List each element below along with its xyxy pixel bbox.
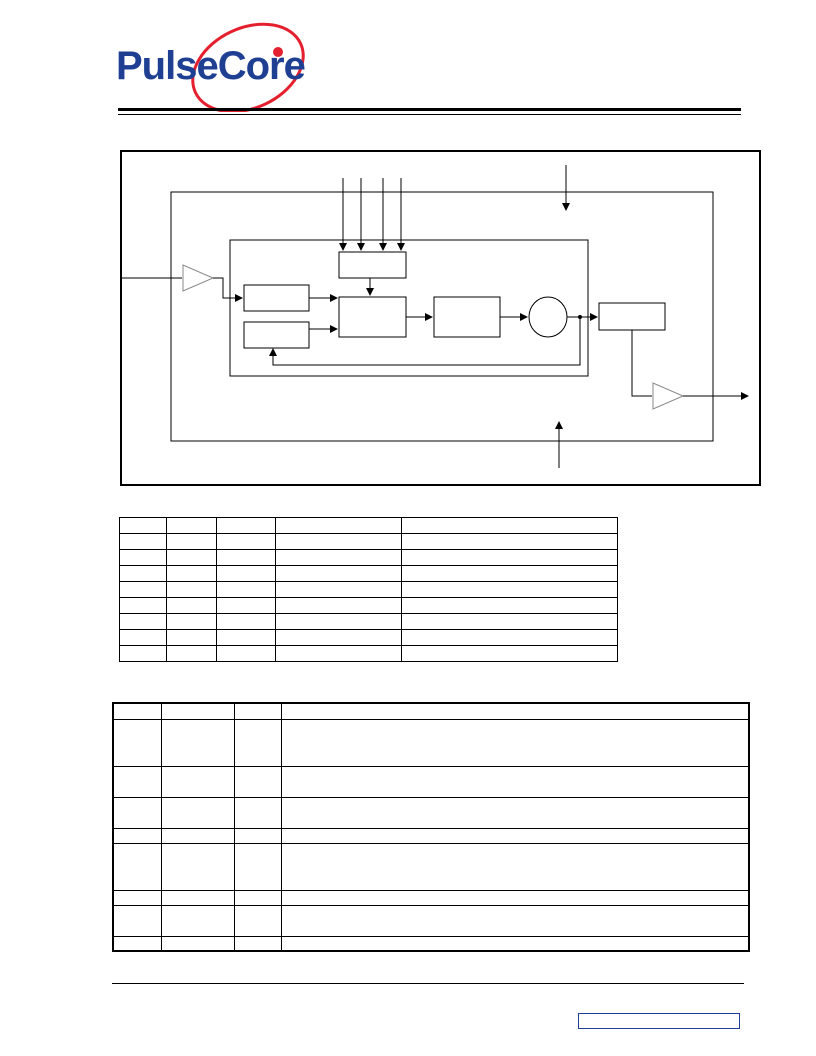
table-row [119,581,618,598]
table-row [112,935,750,952]
logo-dot [273,47,283,57]
block-center [338,296,407,338]
input-to-block-line [213,277,243,302]
output-block [598,302,666,331]
table-row [119,517,618,534]
table-row [119,629,618,646]
table-row [112,765,750,798]
block-left-bottom [243,321,310,349]
pulsecore-logo-icon [191,22,305,112]
table-row [112,827,750,844]
table-row [119,645,618,662]
block-center-right [433,296,501,338]
pin-table [119,517,618,662]
table-row [112,718,750,767]
input-buffer [182,264,215,292]
table-row [112,904,750,937]
table-row [119,597,618,614]
vco-circle [528,296,568,338]
table-row [112,796,750,829]
footer-rule [112,983,744,984]
pulsecore-logo: PulseCore [108,22,318,112]
table-row [112,889,750,906]
header-rule-thick [118,108,741,111]
header-rule-thin [118,114,741,115]
footer-link-box[interactable] [578,1013,740,1029]
table-row [119,565,618,582]
table-row [119,533,618,550]
diagram-outer-frame [120,150,761,486]
diagram-chip-boundary [170,191,714,442]
diagram-pll-boundary [229,239,589,377]
block-top-center [338,251,407,279]
table-row [119,613,618,630]
table-row [112,842,750,891]
pin-description-table [112,702,750,952]
feedback-line [269,317,581,366]
block-diagram [120,150,761,486]
brand-name: PulseCore [116,44,306,88]
table-row [119,549,618,566]
table-row [112,702,750,720]
block-left-top [243,284,310,312]
output-block-to-buffer-line [631,330,652,397]
output-buffer [652,382,685,410]
logo-orbit-ring [191,22,305,112]
